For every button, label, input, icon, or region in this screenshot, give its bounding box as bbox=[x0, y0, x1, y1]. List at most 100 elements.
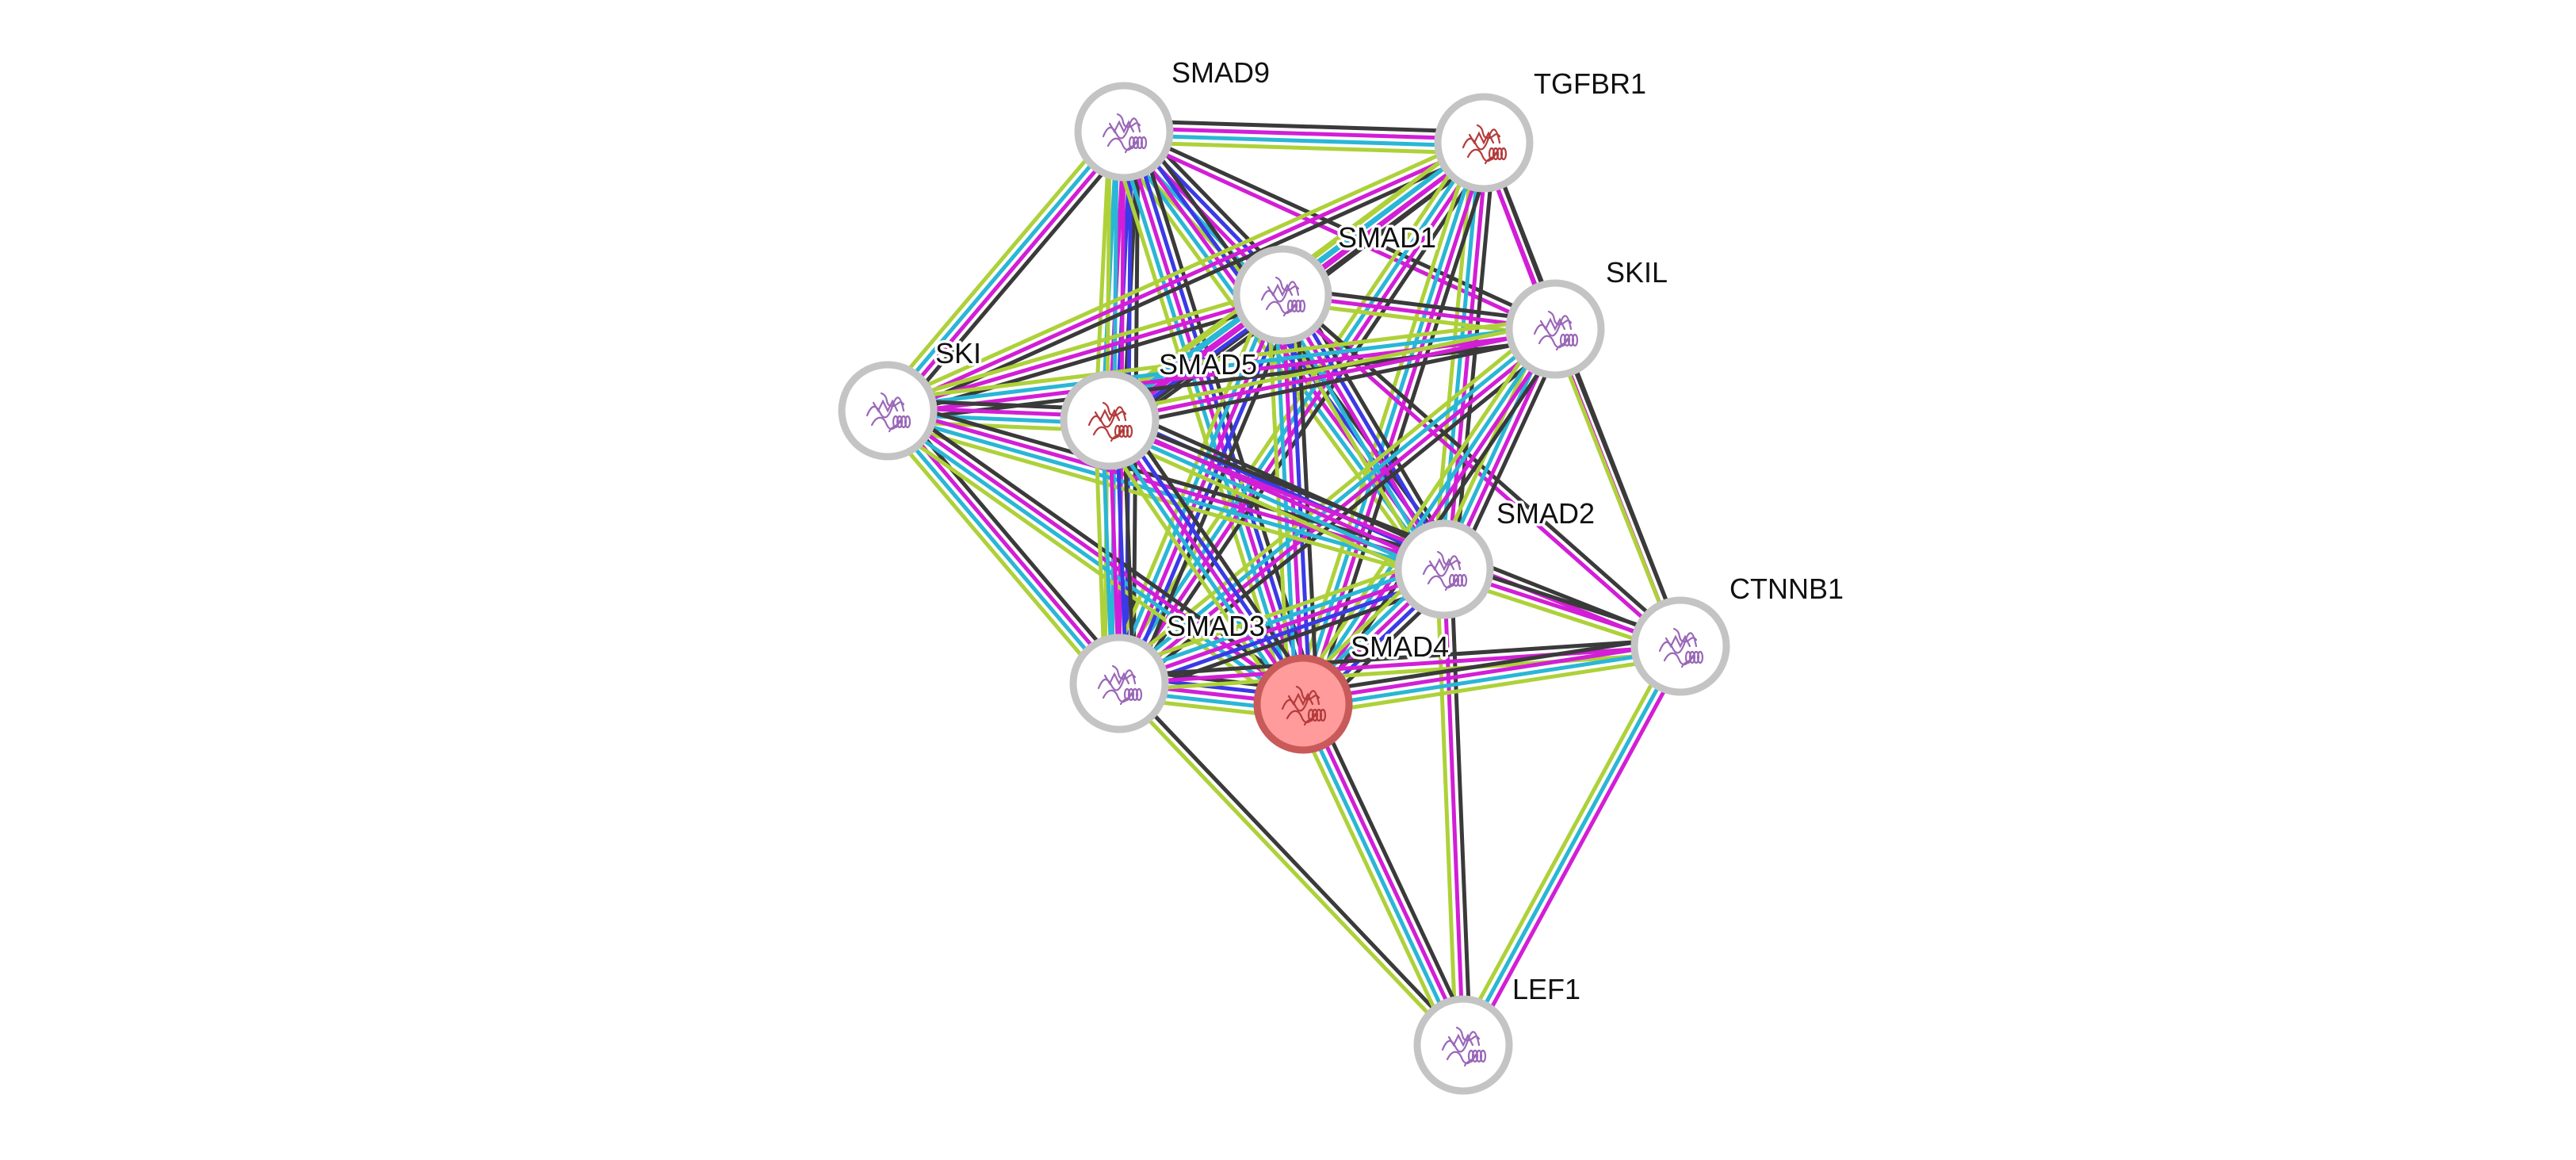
edge-evidence-yellowgreen bbox=[1550, 328, 1680, 650]
edge-skil-smad5[interactable] bbox=[1106, 320, 1559, 430]
edge-smad2-lef1[interactable] bbox=[1435, 567, 1473, 1047]
edge-evidence-cyan bbox=[1114, 138, 1483, 683]
edge-evidence-black bbox=[1135, 125, 1319, 703]
edge-evidence-black bbox=[1116, 637, 1682, 679]
edge-evidence-yellowgreen bbox=[884, 316, 1556, 403]
protein-structure-icon bbox=[866, 392, 912, 433]
edge-evidence-black bbox=[1122, 119, 1486, 135]
edge-evidence-black bbox=[1299, 634, 1681, 696]
edge-evidence-cyan bbox=[1114, 132, 1298, 709]
node-label-smad3: SMAD3 bbox=[1167, 610, 1265, 642]
node-smad4[interactable]: SMAD4 bbox=[1253, 628, 1452, 754]
edge-evidence-cyan bbox=[883, 127, 1124, 411]
edge-evidence-yellowgreen bbox=[1102, 431, 1441, 584]
edge-evidence-magenta bbox=[1107, 327, 1557, 423]
edge-skil-ctnnb1[interactable] bbox=[1550, 325, 1686, 650]
node-smad5[interactable]: SMAD5 bbox=[1060, 346, 1260, 470]
edge-smad3-ctnnb1[interactable] bbox=[1116, 637, 1684, 693]
edge-evidence-black bbox=[1113, 405, 1452, 559]
edge-evidence-yellowgreen bbox=[1302, 654, 1684, 717]
edge-smad4-ctnnb1[interactable] bbox=[1299, 634, 1684, 717]
edges-layer bbox=[877, 119, 1689, 1052]
edge-smad9-ski[interactable] bbox=[877, 122, 1134, 420]
edge-evidence-magenta bbox=[1442, 567, 1466, 1047]
edge-evidence-cyan bbox=[1114, 561, 1444, 680]
edge-evidence-cyan bbox=[1298, 324, 1554, 704]
edge-evidence-magenta bbox=[1122, 126, 1486, 142]
edge-evidence-magenta bbox=[888, 132, 1129, 415]
edge-evidence-magenta bbox=[1278, 295, 1680, 651]
edge-evidence-black bbox=[1556, 325, 1686, 647]
edge-evidence-black bbox=[1119, 679, 1468, 1045]
protein-structure-icon bbox=[1102, 113, 1148, 154]
edge-evidence-magenta bbox=[886, 405, 1447, 569]
node-smad3[interactable]: SMAD3 bbox=[1069, 607, 1268, 733]
edge-evidence-cyan bbox=[1104, 424, 1443, 578]
edge-ctnnb1-lef1[interactable] bbox=[1454, 641, 1689, 1051]
edge-evidence-black bbox=[893, 136, 1134, 420]
edge-evidence-yellowgreen bbox=[1291, 706, 1456, 1052]
edge-evidence-cyan bbox=[1298, 703, 1462, 1049]
edge-evidence-magenta bbox=[1304, 141, 1489, 707]
edge-evidence-black bbox=[1119, 410, 1317, 699]
edge-evidence-cyan bbox=[885, 323, 1557, 410]
node-smad1[interactable]: SMAD1 bbox=[1233, 219, 1439, 345]
edge-evidence-yellowgreen bbox=[877, 122, 1118, 406]
edge-evidence-cyan bbox=[1122, 132, 1486, 148]
node-label-smad5: SMAD5 bbox=[1159, 348, 1257, 381]
edge-evidence-magenta bbox=[1106, 421, 1681, 652]
protein-structure-icon bbox=[1097, 664, 1143, 706]
edge-smad3-lef1[interactable] bbox=[1114, 679, 1468, 1050]
node-label-skil: SKIL bbox=[1606, 256, 1668, 289]
edge-smad5-ctnnb1[interactable] bbox=[1106, 415, 1684, 652]
edge-evidence-yellowgreen bbox=[1108, 134, 1477, 680]
edge-evidence-yellowgreen bbox=[1118, 651, 1684, 693]
edge-smad5-smad4[interactable] bbox=[1095, 410, 1317, 714]
edge-evidence-yellowgreen bbox=[1122, 140, 1486, 155]
edge-evidence-yellowgreen bbox=[883, 285, 1282, 406]
node-skil[interactable]: SKIL bbox=[1505, 254, 1671, 379]
protein-structure-icon bbox=[1462, 124, 1508, 165]
edge-evidence-yellowgreen bbox=[1435, 567, 1458, 1047]
node-smad9[interactable]: SMAD9 bbox=[1074, 54, 1273, 182]
node-label-tgfbr1: TGFBR1 bbox=[1534, 67, 1646, 100]
edge-evidence-cyan bbox=[1461, 644, 1683, 1047]
edge-evidence-black bbox=[1449, 567, 1473, 1047]
protein-structure-icon bbox=[1441, 1026, 1487, 1067]
edge-evidence-black bbox=[1452, 141, 1496, 572]
node-ski[interactable]: SKI bbox=[838, 335, 984, 461]
edge-evidence-yellowgreen bbox=[1266, 293, 1291, 707]
edge-evidence-magenta bbox=[888, 405, 1308, 703]
edge-evidence-black bbox=[1109, 334, 1559, 430]
node-label-smad1: SMAD1 bbox=[1338, 221, 1436, 254]
edge-evidence-black bbox=[1130, 298, 1298, 691]
node-tgfbr1[interactable]: TGFBR1 bbox=[1434, 65, 1649, 193]
node-label-smad4: SMAD4 bbox=[1351, 630, 1449, 663]
protein-structure-icon bbox=[1087, 401, 1133, 442]
node-label-ski: SKI bbox=[935, 337, 981, 369]
edge-evidence-blue bbox=[1113, 414, 1311, 703]
edge-evidence-cyan bbox=[1301, 647, 1684, 710]
edge-evidence-black bbox=[1126, 147, 1495, 692]
edge-evidence-magenta bbox=[1117, 644, 1683, 686]
node-ctnnb1[interactable]: CTNNB1 bbox=[1630, 570, 1847, 696]
edge-evidence-yellowgreen bbox=[1106, 320, 1556, 415]
node-lef1[interactable]: LEF1 bbox=[1413, 970, 1584, 1095]
node-label-lef1: LEF1 bbox=[1512, 973, 1580, 1005]
edge-evidence-magenta bbox=[1467, 647, 1689, 1051]
edge-evidence-yellowgreen bbox=[1292, 320, 1549, 700]
protein-structure-icon bbox=[1281, 685, 1327, 726]
edge-smad9-tgfbr1[interactable] bbox=[1122, 119, 1486, 155]
protein-structure-icon bbox=[1422, 550, 1468, 591]
node-label-smad2: SMAD2 bbox=[1496, 497, 1595, 530]
protein-structure-icon bbox=[1658, 627, 1704, 668]
edge-smad4-lef1[interactable] bbox=[1291, 697, 1475, 1052]
edge-evidence-yellowgreen bbox=[879, 417, 1299, 715]
edge-evidence-magenta bbox=[1300, 641, 1682, 703]
edge-evidence-yellowgreen bbox=[877, 415, 1114, 693]
edge-evidence-yellowgreen bbox=[1095, 426, 1294, 714]
node-label-ctnnb1: CTNNB1 bbox=[1729, 572, 1844, 605]
node-label-smad9: SMAD9 bbox=[1171, 56, 1270, 89]
node-smad2[interactable]: SMAD2 bbox=[1394, 495, 1598, 619]
